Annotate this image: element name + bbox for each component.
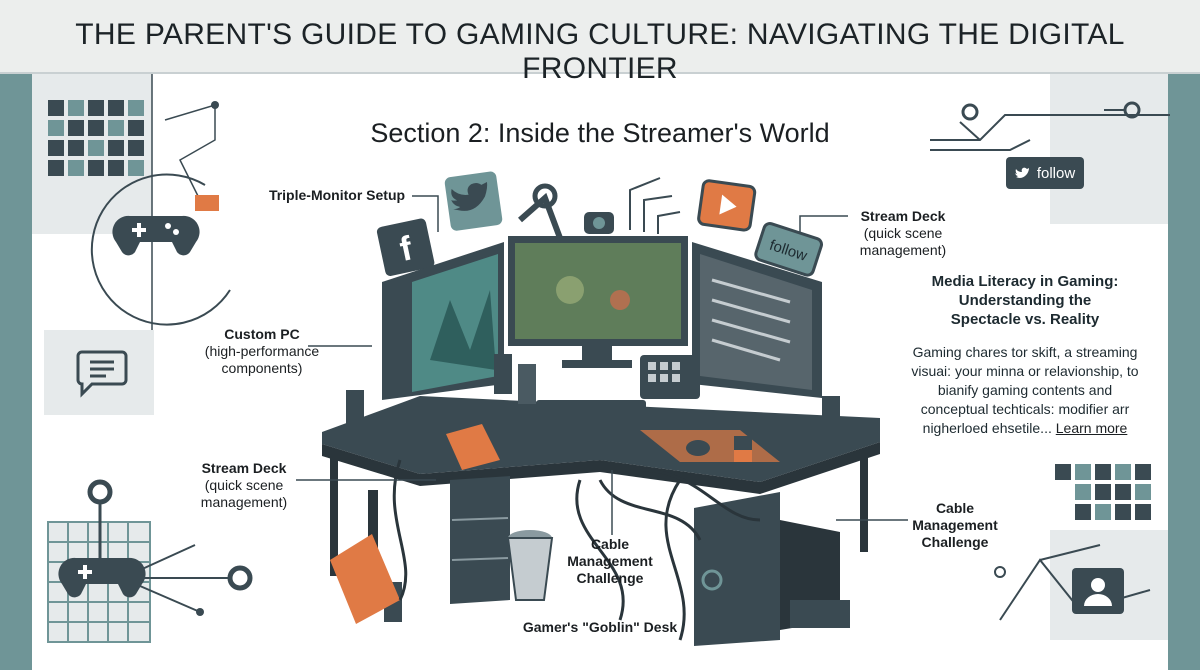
- page-title: THE PARENT'S GUIDE TO GAMING CULTURE: NA…: [75, 18, 1125, 85]
- pixel-grid-bottom-right: [1055, 464, 1151, 520]
- right-accent-strip: [1168, 74, 1200, 670]
- learn-more-link[interactable]: Learn more: [1055, 420, 1128, 436]
- energy-drink-cans: [346, 354, 840, 622]
- follow-button[interactable]: follow: [1006, 157, 1084, 189]
- trash-bin: [506, 537, 554, 601]
- callout-triple-monitor: Triple-Monitor Setup: [268, 187, 406, 203]
- monitor-right: [692, 242, 822, 398]
- callout-cable-right: Cable Management Challenge: [912, 500, 998, 550]
- left-accent-strip: [0, 74, 32, 670]
- callout-goblin-desk: Gamer's "Goblin" Desk: [522, 619, 678, 635]
- mouse-icon: [686, 440, 710, 456]
- circuit-lines-top-right: [930, 114, 1170, 151]
- callout-custom-pc: Custom PC (high-performance components): [204, 326, 320, 376]
- media-literacy-heading: Media Literacy in Gaming: Understanding …: [931, 273, 1119, 328]
- media-literacy-body: Gaming chares tor skift, a streaming vis…: [911, 344, 1139, 436]
- twitter-bird-icon: [444, 171, 503, 231]
- top-right-panel: [1050, 74, 1168, 224]
- chat-bubble-icon: [76, 350, 128, 398]
- callout-stream-deck-top: Stream Deck (quick scene management): [859, 208, 947, 258]
- pixel-grid-top-left: [48, 100, 144, 176]
- twitter-bird-icon: [1014, 167, 1029, 178]
- callout-stream-deck-left: Stream Deck (quick scene management): [200, 460, 288, 510]
- user-profile-icon: [1072, 568, 1124, 614]
- follow-button-label: follow: [1036, 164, 1076, 182]
- follow-speech-bubble: follow: [754, 222, 824, 277]
- youtube-play-icon: [697, 179, 757, 232]
- page-header: THE PARENT'S GUIDE TO GAMING CULTURE: NA…: [0, 0, 1200, 85]
- chips-bag: [446, 424, 500, 470]
- desk-drawers: [450, 476, 510, 604]
- tangled-cables: [392, 459, 761, 641]
- gamepad-icon-bottom: [58, 557, 146, 598]
- facebook-icon: f: [376, 218, 435, 276]
- callout-leaders: [296, 195, 908, 535]
- envelope-icon: [195, 195, 219, 211]
- callout-cable-center: Cable Management Challenge: [567, 536, 653, 586]
- keyboard-icon: [536, 400, 646, 430]
- chips-bag-floor: [330, 534, 400, 624]
- pc-tower: [694, 492, 850, 646]
- gamepad-icon-top: [112, 215, 200, 256]
- monitor-center: [508, 236, 688, 368]
- section-title: Section 2: Inside the Streamer's World: [370, 118, 830, 148]
- monitor-left: [382, 242, 504, 408]
- chat-panel: [44, 330, 154, 415]
